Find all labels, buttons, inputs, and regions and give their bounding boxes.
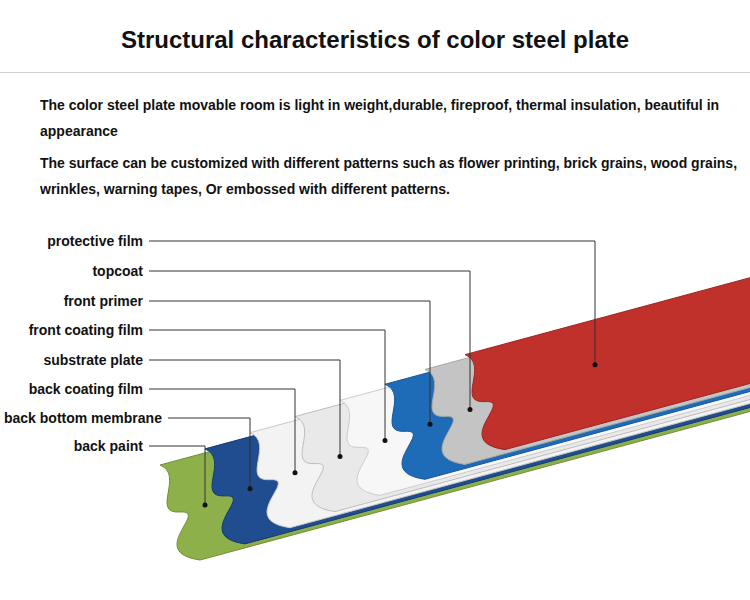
layer-label: topcoat (92, 262, 143, 280)
leader-dot (383, 438, 388, 443)
leader-line (149, 389, 295, 473)
leader-dot (428, 422, 433, 427)
leader-line (149, 446, 205, 505)
layer-label: back bottom membrane (4, 409, 162, 427)
leader-line (149, 301, 430, 424)
page-title: Structural characteristics of color stee… (0, 26, 750, 54)
leader-line (168, 418, 250, 489)
layer-label: back coating film (29, 380, 143, 398)
leader-dot (593, 362, 598, 367)
leader-line (149, 330, 385, 440)
layer-label: front primer (64, 292, 143, 310)
plate-layer (465, 275, 750, 450)
leader-dot (338, 454, 343, 459)
layer-label: back paint (74, 437, 143, 455)
leader-dot (468, 407, 473, 412)
description-text: The surface can be customized with diffe… (40, 150, 740, 202)
title-rule (0, 72, 750, 73)
leader-dot (248, 486, 253, 491)
layer-label: front coating film (29, 321, 143, 339)
leader-line (149, 360, 340, 457)
description-text: The color steel plate movable room is li… (40, 92, 740, 144)
layer-label: protective film (47, 232, 143, 250)
leader-dot (203, 503, 208, 508)
leader-dot (293, 470, 298, 475)
layer-label: substrate plate (43, 351, 143, 369)
leader-line (149, 241, 595, 365)
